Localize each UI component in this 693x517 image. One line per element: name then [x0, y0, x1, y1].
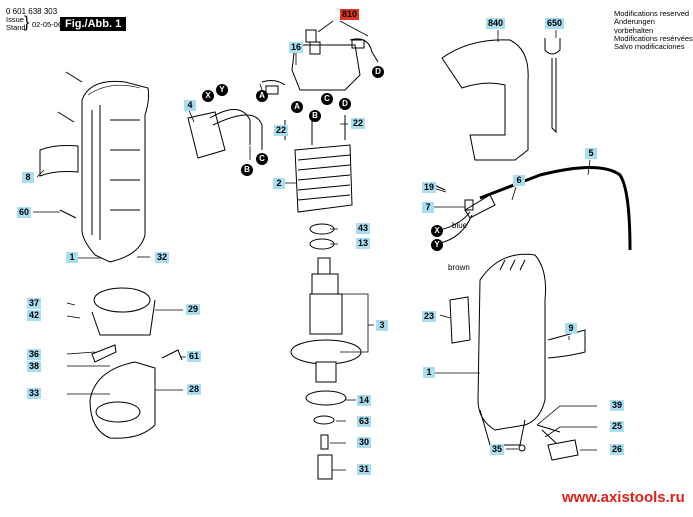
- connector-x-marker: X: [202, 90, 214, 102]
- part-number: 0 601 638 303: [6, 7, 58, 16]
- connector-c-marker: C: [321, 93, 333, 105]
- part-label-33[interactable]: 33: [27, 388, 42, 399]
- hood-drawing: [441, 39, 529, 161]
- modifications-notice: Modifications reserved Änderungen vorbeh…: [614, 9, 693, 52]
- part-label-9[interactable]: 9: [565, 323, 577, 334]
- part-label-43[interactable]: 43: [356, 223, 371, 234]
- part-label-4[interactable]: 4: [184, 100, 196, 111]
- part-label-39[interactable]: 39: [610, 400, 625, 411]
- part-label-22[interactable]: 22: [274, 125, 289, 136]
- part-label-61[interactable]: 61: [187, 351, 202, 362]
- notice-line: Modifications reserved: [614, 9, 690, 18]
- part-label-29[interactable]: 29: [186, 304, 201, 315]
- leader-lines: [33, 20, 597, 471]
- armature-drawing: [290, 257, 362, 406]
- cover-drawing: [449, 296, 471, 344]
- small-parts-drawing: [313, 415, 335, 480]
- part-label-3[interactable]: 3: [376, 320, 388, 331]
- part-label-840[interactable]: 840: [486, 18, 506, 29]
- part-label-63[interactable]: 63: [357, 416, 372, 427]
- part-label-23[interactable]: 23: [422, 311, 437, 322]
- part-label-28[interactable]: 28: [187, 384, 202, 395]
- issue-label: Issue Stand: [6, 15, 26, 32]
- notice-line: Änderungen vorbehalten: [614, 17, 655, 35]
- issue-date: 02-05-06: [32, 20, 63, 29]
- part-label-8[interactable]: 8: [22, 172, 34, 183]
- part-label-25[interactable]: 25: [610, 421, 625, 432]
- connector-b-marker: B: [241, 164, 253, 176]
- connector-x-marker: X: [431, 225, 443, 237]
- cord-drawing: [431, 166, 632, 251]
- wire-label-brown: brown: [448, 263, 470, 272]
- connector-y-marker: Y: [431, 239, 443, 251]
- part-label-14[interactable]: 14: [357, 395, 372, 406]
- part-label-650[interactable]: 650: [545, 18, 565, 29]
- notice-line: Salvo modificaciones: [614, 42, 685, 52]
- collar-drawing: [91, 287, 156, 336]
- motor-housing-drawing: [477, 253, 546, 446]
- part-label-7[interactable]: 7: [422, 202, 434, 213]
- part-label-26[interactable]: 26: [610, 444, 625, 455]
- issue-brace: }: [24, 14, 30, 31]
- part-label-2[interactable]: 2: [273, 178, 285, 189]
- part-label-30[interactable]: 30: [357, 437, 372, 448]
- part-label-60[interactable]: 60: [17, 207, 32, 218]
- part-label-1[interactable]: 1: [423, 367, 435, 378]
- connector-y-marker: Y: [216, 84, 228, 96]
- part-label-31[interactable]: 31: [357, 464, 372, 475]
- connector-b-marker: B: [309, 110, 321, 122]
- housing-half-drawing: [81, 80, 150, 263]
- connector-a-marker: A: [256, 90, 268, 102]
- spindle-lock-drawing: [518, 424, 579, 461]
- switch-drawing: [187, 109, 263, 159]
- bearings-drawing: [309, 223, 335, 250]
- part-label-42[interactable]: 42: [27, 310, 42, 321]
- wrench-drawing: [544, 38, 561, 134]
- stator-drawing: [284, 115, 353, 213]
- base-drawing: [89, 344, 183, 439]
- part-label-38[interactable]: 38: [27, 361, 42, 372]
- connector-d-marker: D: [372, 66, 384, 78]
- part-label-810[interactable]: 810: [340, 9, 360, 20]
- part-label-36[interactable]: 36: [27, 349, 42, 360]
- part-label-5[interactable]: 5: [585, 148, 597, 159]
- part-label-37[interactable]: 37: [27, 298, 42, 309]
- part-label-16[interactable]: 16: [289, 42, 304, 53]
- part-label-19[interactable]: 19: [422, 182, 437, 193]
- part-label-13[interactable]: 13: [356, 238, 371, 249]
- part-label-1[interactable]: 1: [66, 252, 78, 263]
- wire-label-blue: blue: [452, 221, 468, 230]
- connector-d-marker: D: [339, 98, 351, 110]
- figure-label: Fig./Abb. 1: [60, 17, 127, 31]
- connector-c-marker: C: [256, 153, 268, 165]
- part-label-35[interactable]: 35: [490, 444, 505, 455]
- label-9-drawing: [547, 329, 586, 359]
- part-label-22[interactable]: 22: [351, 118, 366, 129]
- connector-a-marker: A: [291, 101, 303, 113]
- part-label-6[interactable]: 6: [513, 175, 525, 186]
- screws-drawing: [57, 71, 83, 219]
- part-label-32[interactable]: 32: [155, 252, 170, 263]
- notice-line: Modifications resérvées: [614, 33, 693, 43]
- label-sheet-8-drawing: [39, 145, 79, 177]
- footer-url[interactable]: www.axistools.ru: [562, 489, 685, 506]
- brush-holder-drawing: [261, 29, 379, 95]
